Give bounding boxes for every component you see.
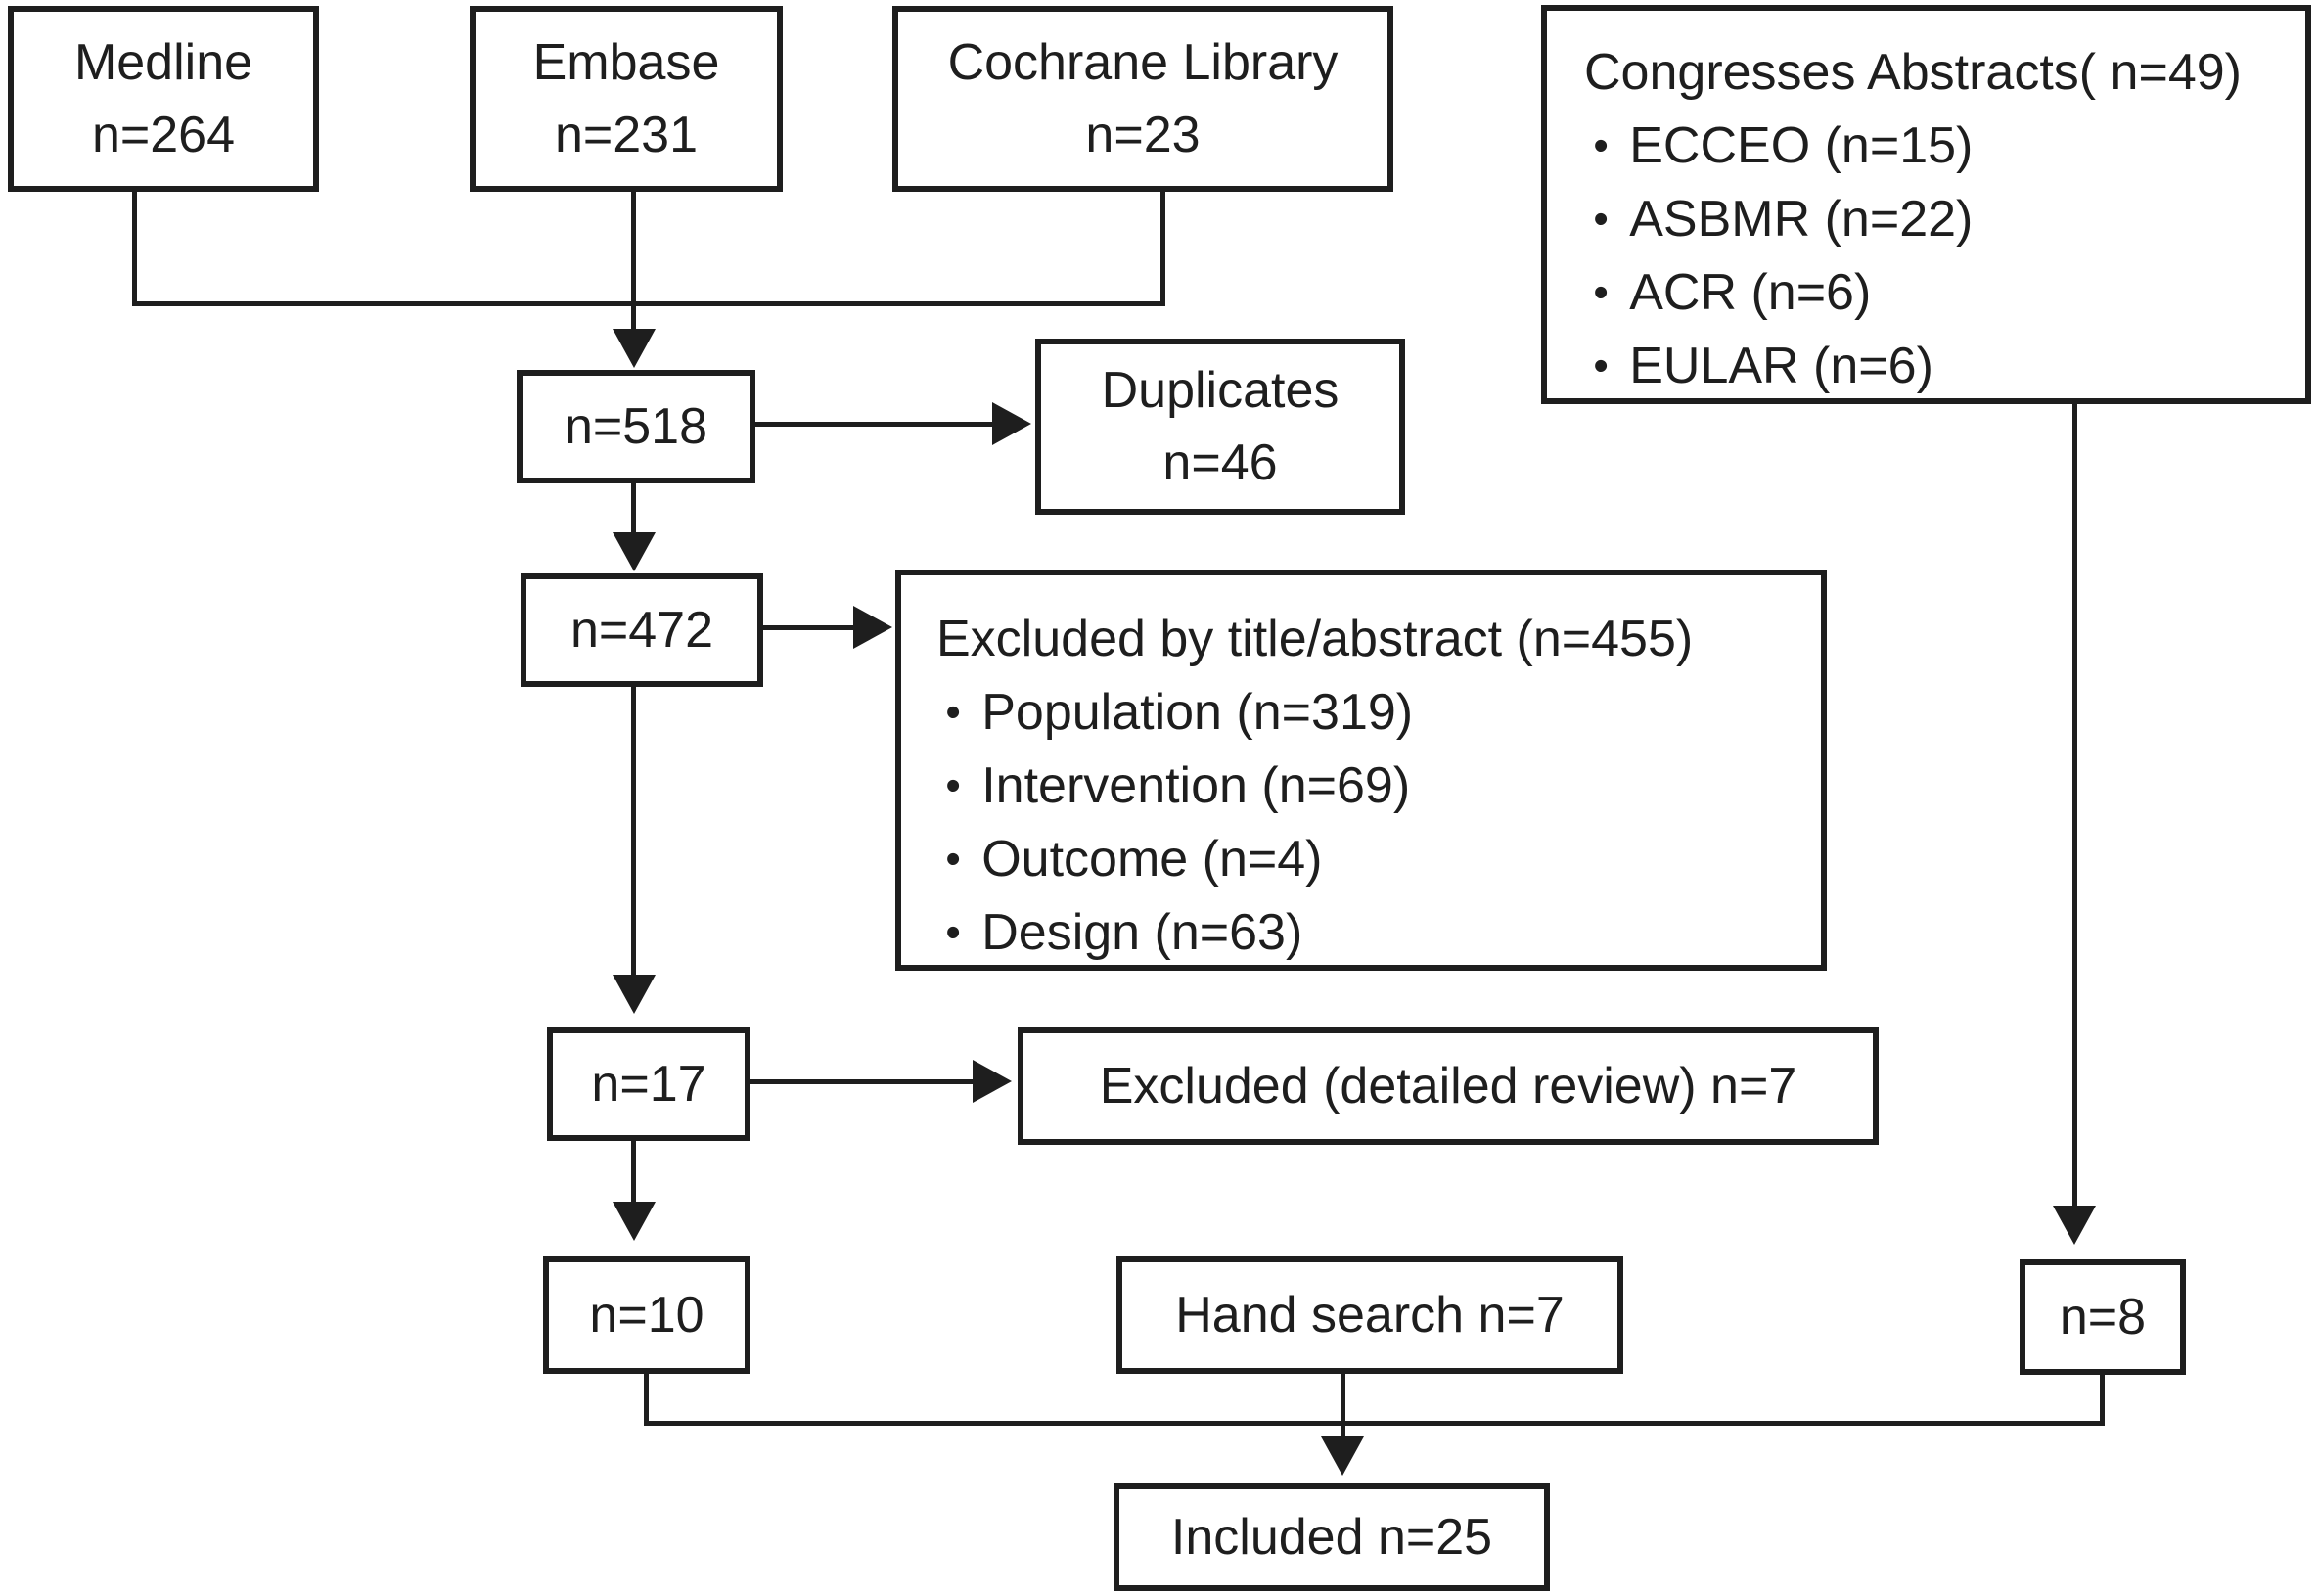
bullet-icon: •	[1593, 268, 1609, 317]
bullet-icon: •	[1593, 195, 1609, 244]
excluded-item: • Outcome (n=4)	[936, 823, 1322, 896]
medline-count: n=264	[91, 107, 236, 163]
connector-congresses-down	[2072, 404, 2077, 1208]
arrowhead-into-duplicates	[992, 402, 1031, 445]
congress-count: n=8	[2059, 1289, 2147, 1345]
connector-cochrane-down	[1160, 192, 1165, 306]
connector-collector	[132, 301, 1165, 306]
congress-item: • EULAR (n=6)	[1584, 330, 1933, 403]
box-medline: Medline n=264	[8, 6, 319, 192]
congress-item-label: ASBMR (n=22)	[1629, 191, 1974, 248]
duplicates-label: Duplicates	[1101, 362, 1340, 419]
connector-medline-down	[132, 192, 137, 306]
box-screened: n=472	[521, 573, 763, 687]
connector-pooled-to-duplicates	[755, 422, 996, 427]
bullet-icon: •	[945, 835, 961, 884]
excluded-item: • Population (n=319)	[936, 676, 1413, 750]
duplicates-count: n=46	[1162, 434, 1278, 491]
connector-fulltext-down	[644, 1374, 649, 1426]
connector-pooled-down	[631, 483, 636, 536]
connector-congress-count-down	[2100, 1375, 2105, 1426]
excluded-title: Excluded by title/abstract (n=455)	[936, 611, 1694, 667]
arrowhead-into-included	[1321, 1436, 1364, 1476]
box-cochrane: Cochrane Library n=23	[892, 6, 1393, 192]
congress-item: • ASBMR (n=22)	[1584, 183, 1973, 256]
box-full-text: n=10	[543, 1256, 750, 1374]
embase-name: Embase	[532, 34, 720, 91]
box-hand-search: Hand search n=7	[1116, 1256, 1623, 1374]
connector-handsearch-down	[1341, 1374, 1345, 1440]
pooled-count: n=518	[564, 398, 708, 455]
connector-screened-down	[631, 687, 636, 977]
detailed-review-count: n=17	[591, 1056, 706, 1113]
arrowhead-into-congress-count	[2053, 1206, 2096, 1245]
bullet-icon: •	[945, 761, 961, 810]
screened-count: n=472	[569, 602, 714, 659]
congress-item: • ACR (n=6)	[1584, 256, 1871, 330]
bullet-icon: •	[945, 688, 961, 737]
bullet-icon: •	[945, 908, 961, 957]
connector-screened-to-excluded	[763, 625, 857, 630]
excluded-detailed-label: Excluded (detailed review) n=7	[1099, 1058, 1797, 1115]
excluded-item-label: Population (n=319)	[981, 684, 1414, 741]
bullet-icon: •	[1593, 342, 1609, 390]
cochrane-count: n=23	[1085, 107, 1201, 163]
box-pooled: n=518	[517, 370, 755, 483]
excluded-item: • Intervention (n=69)	[936, 750, 1410, 823]
congress-item-label: ACR (n=6)	[1629, 264, 1872, 321]
connector-embase-down	[631, 192, 636, 331]
arrowhead-into-pooled	[613, 329, 656, 368]
box-congress-count: n=8	[2020, 1259, 2186, 1375]
box-embase: Embase n=231	[470, 6, 783, 192]
box-congresses-abstracts: Congresses Abstracts( n=49) • ECCEO (n=15…	[1541, 5, 2311, 404]
box-detailed-review: n=17	[547, 1027, 750, 1141]
excluded-item: • Design (n=63)	[936, 896, 1302, 970]
congress-item: • ECCEO (n=15)	[1584, 110, 1973, 183]
cochrane-name: Cochrane Library	[947, 34, 1339, 91]
embase-count: n=231	[554, 107, 699, 163]
box-included: Included n=25	[1114, 1483, 1550, 1591]
connector-detailed-down	[631, 1141, 636, 1206]
connector-merge	[644, 1421, 2105, 1426]
connector-detailed-to-excluded	[750, 1079, 976, 1084]
congresses-title: Congresses Abstracts( n=49)	[1584, 44, 2242, 101]
excluded-item-label: Outcome (n=4)	[981, 831, 1323, 888]
medline-name: Medline	[73, 34, 253, 91]
excluded-item-label: Design (n=63)	[981, 904, 1303, 961]
congress-item-label: ECCEO (n=15)	[1629, 117, 1974, 174]
box-duplicates: Duplicates n=46	[1035, 339, 1405, 515]
arrowhead-into-excluded-detailed	[973, 1060, 1012, 1103]
box-excluded-title-abstract: Excluded by title/abstract (n=455) • Popu…	[895, 570, 1827, 971]
arrowhead-into-screened	[613, 532, 656, 571]
hand-search-label: Hand search n=7	[1175, 1287, 1565, 1344]
congress-item-label: EULAR (n=6)	[1629, 338, 1933, 394]
box-excluded-detailed-review: Excluded (detailed review) n=7	[1018, 1027, 1879, 1145]
included-label: Included n=25	[1170, 1509, 1493, 1566]
excluded-item-label: Intervention (n=69)	[981, 757, 1411, 814]
arrowhead-into-detailed	[613, 975, 656, 1014]
arrowhead-into-fulltext	[613, 1202, 656, 1241]
arrowhead-into-excluded-title	[853, 606, 892, 649]
full-text-count: n=10	[589, 1287, 704, 1344]
bullet-icon: •	[1593, 121, 1609, 170]
